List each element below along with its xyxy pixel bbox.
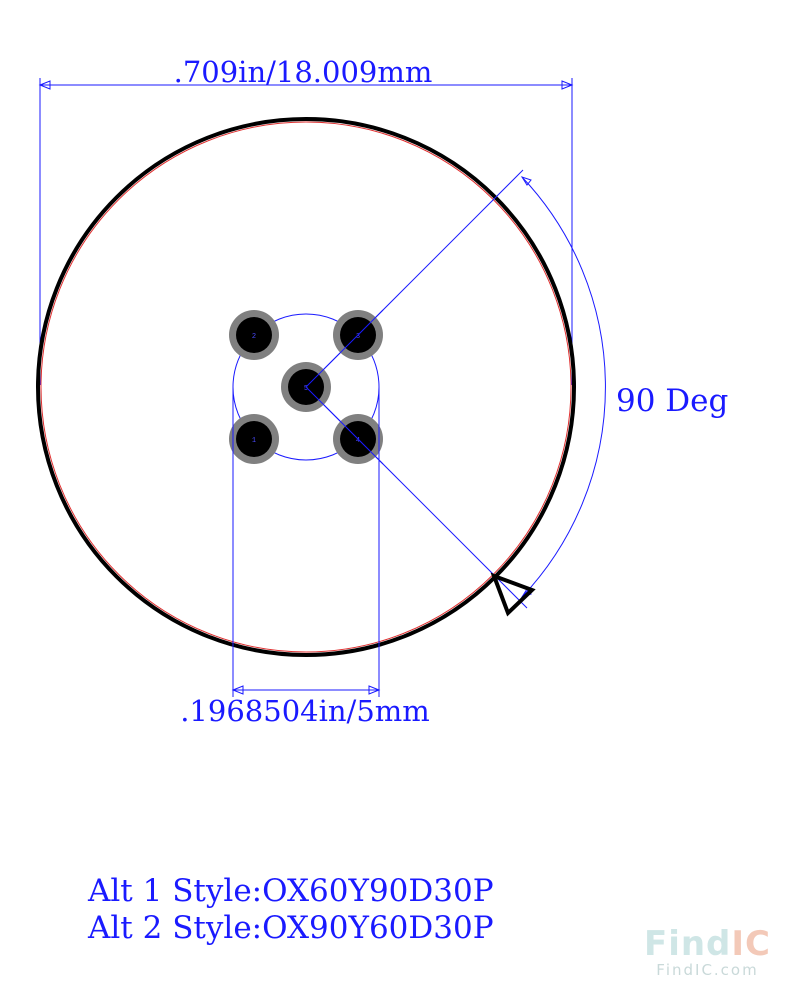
top-arrow-left: [38, 80, 51, 90]
top-width-label: .709in/18.009mm: [174, 55, 433, 89]
alt-style-2: Alt 2 Style:OX90Y60D30P: [87, 910, 494, 946]
pin-5-label: 5: [304, 385, 308, 393]
arc-arrow-top: [520, 176, 532, 186]
silkscreen-circle: [40, 121, 572, 653]
angle-construction: [305, 169, 606, 609]
pin-2-pad: [236, 317, 272, 353]
bottom-arrow-right: [368, 685, 381, 695]
pin-2-label: 2: [252, 333, 256, 341]
radial-overlay-upper: [305, 309, 384, 388]
radial-overlay-lower: [305, 386, 384, 465]
pin-2: 2: [229, 310, 279, 360]
orientation-tab: [490, 572, 536, 617]
top-width-dimension: [38, 78, 574, 385]
body-outline: [36, 117, 576, 657]
top-arrow-right: [561, 80, 574, 90]
alt-style-1: Alt 1 Style:OX60Y90D30P: [87, 873, 494, 909]
bottom-arrow-left: [231, 685, 244, 695]
pin-4-label: 4: [356, 437, 360, 445]
angle-label: 90 Deg: [616, 383, 728, 419]
pin-1-label: 1: [252, 437, 256, 445]
pin-1: 1: [229, 414, 279, 464]
pin-1-pad: [236, 421, 272, 457]
angle-arc: [521, 176, 606, 598]
bottom-spacing-label: .1968504in/5mm: [180, 694, 430, 728]
radial-overlay: [305, 309, 384, 465]
pin-3-label: 3: [356, 333, 360, 341]
bottom-spacing-dimension: [231, 387, 381, 697]
